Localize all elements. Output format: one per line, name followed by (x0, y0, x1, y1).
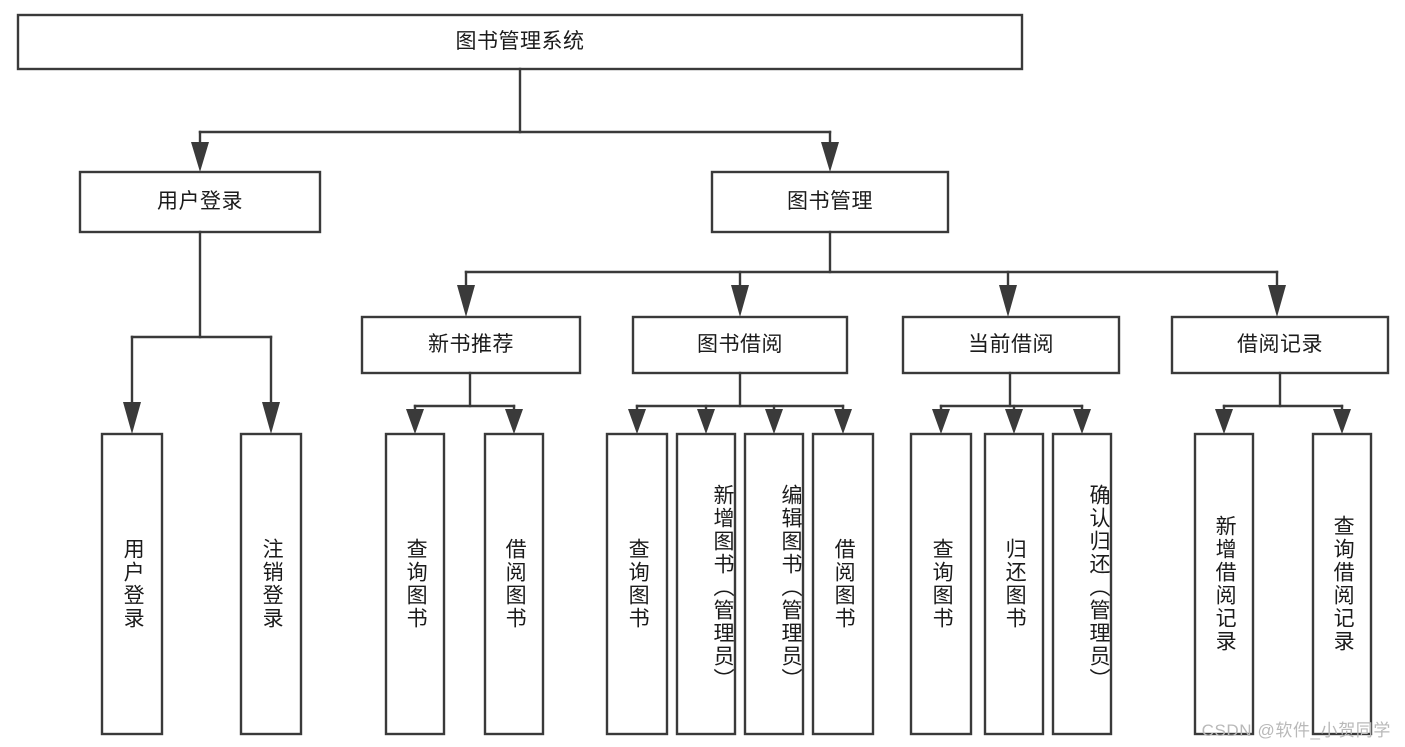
node-leaf-edit-book-admin[interactable] (743, 432, 805, 736)
arrowhead-leaf-add-book-admin (697, 409, 715, 434)
node-leaf-user-login[interactable] (100, 432, 164, 736)
arrowhead-leaf-query-book-borrow (628, 409, 646, 434)
arrowhead-new-book-recommend (457, 285, 475, 317)
node-leaf-borrow-book-rec[interactable] (483, 432, 545, 736)
node-leaf-query-book-rec[interactable] (384, 432, 446, 736)
arrowhead-leaf-add-borrow-record (1215, 409, 1233, 434)
arrowhead-leaf-logout (262, 402, 280, 434)
watermark-text: CSDN @软件_小贺同学 (1201, 721, 1391, 740)
node-leaf-confirm-return-admin[interactable] (1051, 432, 1113, 736)
node-boxes (16, 13, 1390, 736)
node-book-manage[interactable] (710, 170, 950, 234)
arrowhead-leaf-borrow-book-rec (505, 409, 523, 434)
node-leaf-return-book[interactable] (983, 432, 1045, 736)
node-leaf-query-book-borrow[interactable] (605, 432, 669, 736)
arrowhead-book-borrow (731, 285, 749, 317)
arrowhead-leaf-query-book-current (932, 409, 950, 434)
node-user-login[interactable] (78, 170, 322, 234)
arrowhead-leaf-edit-book-admin (765, 409, 783, 434)
node-leaf-borrow-book[interactable] (811, 432, 875, 736)
arrowhead-leaf-query-book-rec (406, 409, 424, 434)
arrowhead-user-login (191, 142, 209, 172)
arrowhead-leaf-borrow-book (834, 409, 852, 434)
node-borrow-record[interactable] (1170, 315, 1390, 375)
node-leaf-logout[interactable] (239, 432, 303, 736)
arrowhead-leaf-return-book (1005, 409, 1023, 434)
node-leaf-add-borrow-record[interactable] (1193, 432, 1255, 736)
connectors (123, 67, 1351, 434)
node-current-borrow[interactable] (901, 315, 1121, 375)
node-leaf-query-borrow-record[interactable] (1311, 432, 1373, 736)
node-root[interactable] (16, 13, 1024, 71)
node-leaf-add-book-admin[interactable] (675, 432, 737, 736)
arrowhead-current-borrow (999, 285, 1017, 317)
node-book-borrow[interactable] (631, 315, 849, 375)
arrowhead-leaf-confirm-return-admin (1073, 409, 1091, 434)
arrowhead-borrow-record (1268, 285, 1286, 317)
arrowhead-leaf-user-login (123, 402, 141, 434)
arrowhead-book-manage (821, 142, 839, 172)
arrowhead-leaf-query-borrow-record (1333, 409, 1351, 434)
node-new-book-recommend[interactable] (360, 315, 582, 375)
node-leaf-query-book-current[interactable] (909, 432, 973, 736)
